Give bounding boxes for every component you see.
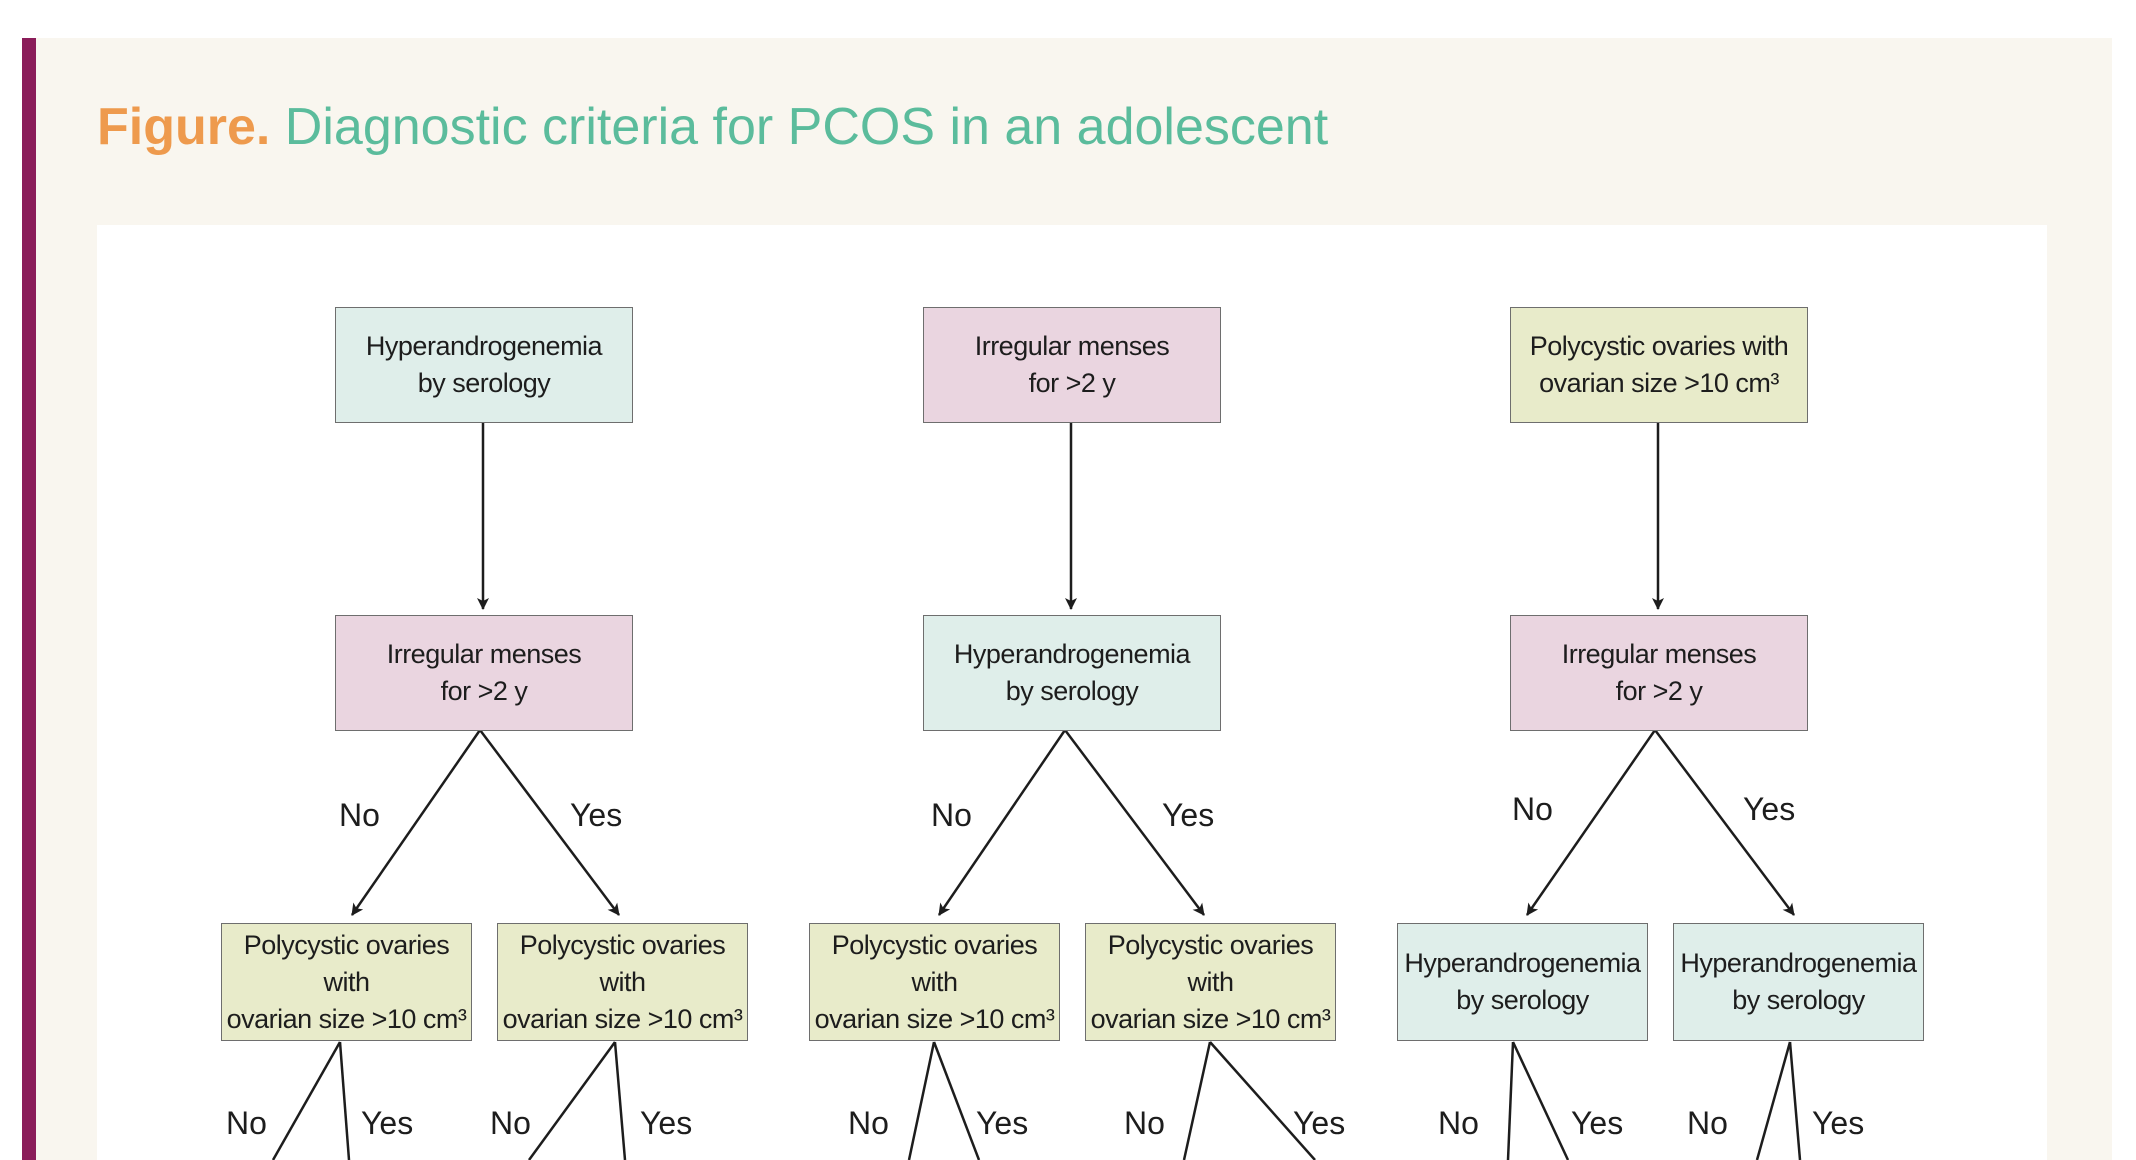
col2-no-label: No bbox=[931, 797, 972, 833]
arrow-col1-yes bbox=[479, 729, 620, 916]
line-col2-rightleaf-yes bbox=[1209, 1041, 1316, 1160]
col2-right-leaf-no-label: No bbox=[1124, 1105, 1165, 1141]
col3-no-label: No bbox=[1512, 791, 1553, 827]
col1-right-leaf-no-label: No bbox=[490, 1105, 531, 1141]
col3-right-leaf-yes-label: Yes bbox=[1812, 1105, 1865, 1141]
col1-yes-label: Yes bbox=[570, 797, 623, 833]
col3-left-leaf-no-label: No bbox=[1438, 1105, 1479, 1141]
col2-left-leaf-box: Polycystic ovaries with ovarian size >10… bbox=[809, 923, 1060, 1041]
arrow-col3-no bbox=[1525, 729, 1657, 916]
line-col2-leftleaf-yes bbox=[932, 1041, 981, 1160]
line-col3-rightleaf-no bbox=[1755, 1041, 1792, 1160]
col3-top-box: Polycystic ovaries with ovarian size >10… bbox=[1510, 307, 1808, 423]
line-col1-rightleaf-yes bbox=[613, 1041, 627, 1160]
col1-no-label: No bbox=[339, 797, 380, 833]
figure-title-text: Diagnostic criteria for PCOS in an adole… bbox=[284, 98, 1329, 156]
arrow-col2-no bbox=[937, 729, 1067, 916]
col1-top-box: Hyperandrogenemia by serology bbox=[335, 307, 633, 423]
col2-top-box: Irregular menses for >2 y bbox=[923, 307, 1221, 423]
arrow-col3-yes bbox=[1654, 729, 1795, 916]
col1-right-leaf-yes-label: Yes bbox=[640, 1105, 693, 1141]
col1-right-leaf-box: Polycystic ovaries with ovarian size >10… bbox=[497, 923, 748, 1041]
col3-middle-box: Irregular menses for >2 y bbox=[1510, 615, 1808, 731]
col3-right-leaf-box: Hyperandrogenemia by serology bbox=[1673, 923, 1924, 1041]
col1-left-leaf-yes-label: Yes bbox=[361, 1105, 414, 1141]
col3-left-leaf-yes-label: Yes bbox=[1571, 1105, 1624, 1141]
arrow-col1-no bbox=[350, 729, 482, 916]
line-col1-leftleaf-no bbox=[271, 1041, 342, 1160]
line-col1-leftleaf-yes bbox=[338, 1041, 351, 1160]
line-col3-leftleaf-no bbox=[1506, 1041, 1515, 1160]
col3-left-leaf-box: Hyperandrogenemia by serology bbox=[1397, 923, 1648, 1041]
col3-right-leaf-no-label: No bbox=[1687, 1105, 1728, 1141]
col2-yes-label: Yes bbox=[1162, 797, 1215, 833]
flowchart-connectors bbox=[271, 422, 1802, 1160]
figure-title-lead: Figure. bbox=[97, 98, 271, 156]
line-col3-leftleaf-yes bbox=[1511, 1041, 1570, 1160]
arrow-col2-yes bbox=[1064, 729, 1205, 916]
col2-left-leaf-no-label: No bbox=[848, 1105, 889, 1141]
line-col2-leftleaf-no bbox=[907, 1041, 936, 1160]
col2-middle-box: Hyperandrogenemia by serology bbox=[923, 615, 1221, 731]
col1-left-leaf-box: Polycystic ovaries with ovarian size >10… bbox=[221, 923, 472, 1041]
line-col2-rightleaf-no bbox=[1182, 1041, 1212, 1160]
col3-yes-label: Yes bbox=[1743, 791, 1796, 827]
figure-title: Figure. Diagnostic criteria for PCOS in … bbox=[97, 92, 1328, 162]
flowchart-canvas: Hyperandrogenemia by serology Irregular … bbox=[97, 225, 2047, 1160]
col2-right-leaf-yes-label: Yes bbox=[1293, 1105, 1346, 1141]
accent-bar bbox=[22, 38, 36, 1160]
col1-middle-box: Irregular menses for >2 y bbox=[335, 615, 633, 731]
col2-right-leaf-box: Polycystic ovaries with ovarian size >10… bbox=[1085, 923, 1336, 1041]
line-col1-rightleaf-no bbox=[527, 1041, 617, 1160]
line-col3-rightleaf-yes bbox=[1788, 1041, 1802, 1160]
col2-left-leaf-yes-label: Yes bbox=[976, 1105, 1029, 1141]
col1-left-leaf-no-label: No bbox=[226, 1105, 267, 1141]
